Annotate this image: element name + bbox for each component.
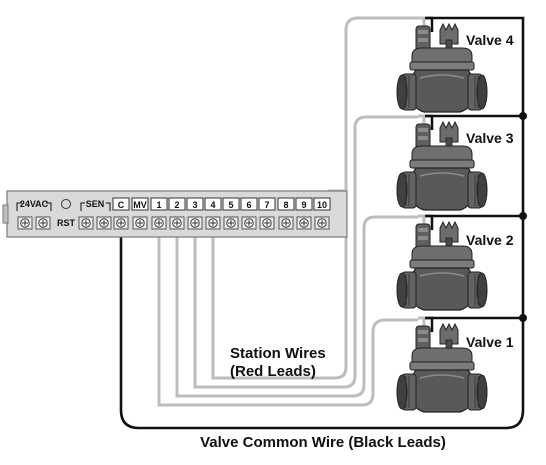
terminal-screw-icon	[113, 216, 129, 230]
terminal-mv: MV	[131, 197, 149, 230]
terminal-7: 7	[258, 197, 276, 230]
terminal-screw-icon	[241, 216, 257, 230]
terminal-screw-icon	[78, 216, 94, 230]
valve-4-label: Valve 4	[466, 32, 514, 48]
terminal-label: MV	[133, 200, 147, 210]
terminal-label: 6	[246, 200, 251, 210]
terminal-label: 10	[317, 200, 327, 210]
terminal-9: 9	[295, 197, 313, 230]
terminal-8: 8	[277, 197, 295, 230]
terminal-screw-icon	[259, 216, 275, 230]
valve-4-icon	[396, 16, 488, 113]
terminal-label: 2	[174, 200, 179, 210]
terminal-label: 7	[264, 200, 269, 210]
terminal-label: 4	[210, 200, 215, 210]
terminal-screw-icon	[151, 216, 167, 230]
terminal-5: 5	[222, 197, 240, 230]
valve-1-icon	[396, 316, 488, 413]
terminal-label: 8	[283, 200, 288, 210]
terminal-label: 9	[301, 200, 306, 210]
terminal-screw-icon	[205, 216, 221, 230]
station-wire-4	[211, 16, 418, 380]
label-rst: RST	[57, 218, 76, 228]
terminal-screw-icon	[96, 216, 112, 230]
common-wire-label: Valve Common Wire (Black Leads)	[200, 434, 446, 451]
terminal-label: 1	[156, 200, 161, 210]
terminal-6: 6	[240, 197, 258, 230]
terminal-screw-icon	[314, 216, 330, 230]
terminal-screw-icon	[296, 216, 312, 230]
controller-terminal-strip: C MV 1 2 3 4 5 6 7 8 9 10 24VAC RST SEN	[2, 190, 348, 238]
terminal-label: 3	[192, 200, 197, 210]
terminal-label: C	[118, 200, 125, 210]
terminal-screw-icon	[17, 216, 33, 230]
valve-3-label: Valve 3	[466, 130, 514, 146]
terminal-3: 3	[186, 197, 204, 230]
valves	[396, 16, 488, 413]
terminal-screw-icon	[223, 216, 239, 230]
terminal-2: 2	[168, 197, 186, 230]
terminal-screw-icon	[187, 216, 203, 230]
valve-2-icon	[396, 214, 488, 311]
label-sen: SEN	[86, 199, 105, 209]
reset-button-icon	[61, 199, 71, 209]
station-wire-3	[193, 115, 418, 389]
valve-2-label: Valve 2	[466, 232, 514, 248]
terminal-4: 4	[204, 197, 222, 230]
terminal-10: 10	[313, 197, 331, 230]
station-wire-1	[157, 233, 418, 407]
terminal-screw-icon	[169, 216, 185, 230]
station-wire-2	[175, 215, 418, 398]
common-wire	[119, 16, 527, 430]
red-leads-label: (Red Leads)	[230, 363, 316, 380]
terminal-label: 5	[228, 200, 233, 210]
station-wires-label: Station Wires	[230, 345, 326, 362]
valve-3-icon	[396, 114, 488, 211]
terminal-screw-icon	[132, 216, 148, 230]
label-24vac: 24VAC	[20, 199, 49, 209]
valve-1-label: Valve 1	[466, 334, 514, 350]
terminal-screw-icon	[35, 216, 51, 230]
terminal-c: C	[112, 197, 130, 230]
terminal-screw-icon	[278, 216, 294, 230]
terminal-1: 1	[150, 197, 168, 230]
